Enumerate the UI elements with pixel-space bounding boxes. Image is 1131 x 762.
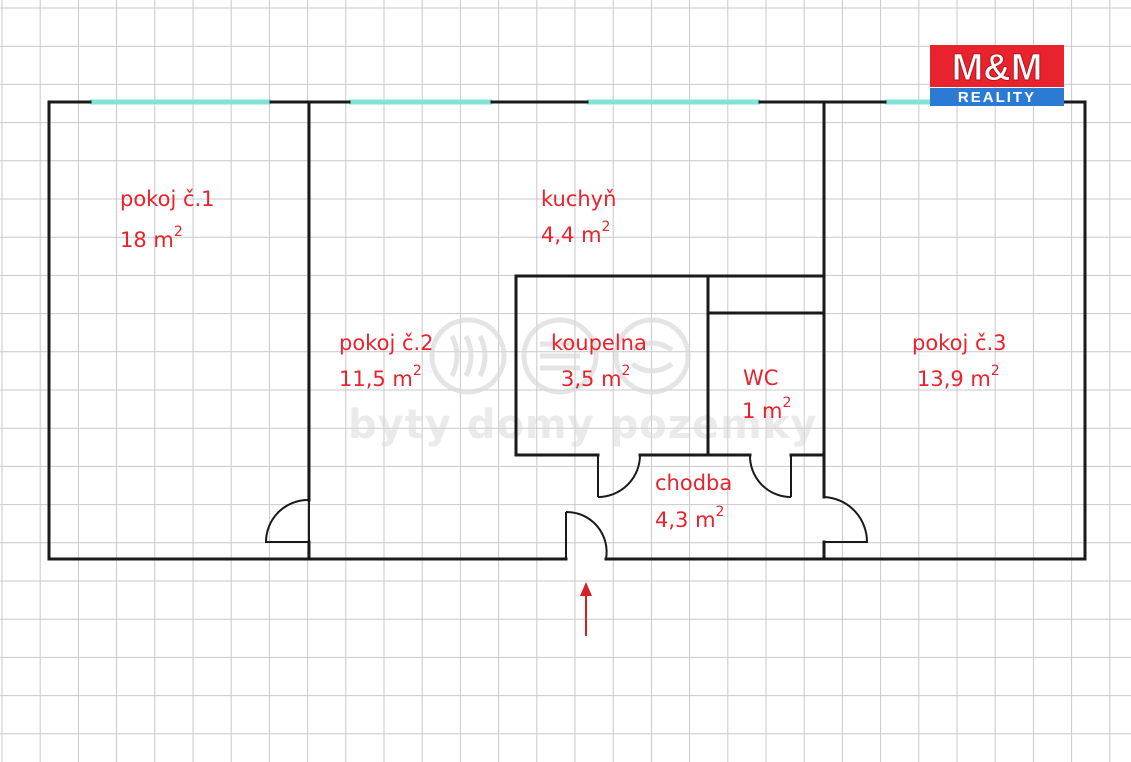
- watermark: byty domy pozemky: [348, 317, 818, 448]
- room-name-pokoj-2: pokoj č.2: [339, 331, 434, 355]
- entrance-arrow: [580, 582, 592, 636]
- room-area-pokoj-1: 18 m2: [120, 224, 183, 252]
- room-area-wc: 1 m2: [742, 395, 791, 423]
- room-name-pokoj-1: pokoj č.1: [120, 187, 215, 211]
- room-name-kuchyn: kuchyň: [541, 187, 616, 211]
- room-area-chodba: 4,3 m2: [655, 504, 724, 532]
- watermark-text: byty domy pozemky: [348, 402, 818, 448]
- watermark-emblem: [429, 317, 691, 395]
- room-area-pokoj-2: 11,5 m2: [339, 363, 422, 391]
- door-room3[interactable]: [823, 496, 869, 543]
- room-labels: pokoj č.1 18 m2 kuchyň 4,4 m2 pokoj č.2 …: [120, 187, 1007, 532]
- logo-background: [930, 45, 1064, 87]
- door-bathroom[interactable]: [597, 454, 641, 498]
- walls: [47, 100, 1087, 561]
- room-name-wc: WC: [743, 366, 778, 390]
- room-name-koupelna: koupelna: [551, 331, 647, 355]
- logo-brand-text: M&M: [952, 47, 1043, 89]
- logo-sub-background: [930, 88, 1064, 106]
- room-name-chodba: chodba: [655, 471, 732, 495]
- door-wc[interactable]: [748, 454, 792, 498]
- room-area-pokoj-3: 13,9 m2: [917, 363, 1000, 391]
- doors: [264, 454, 869, 560]
- room-name-pokoj-3: pokoj č.3: [912, 331, 1007, 355]
- logo-sub-text: REALITY: [958, 89, 1036, 106]
- room-area-kuchyn: 4,4 m2: [541, 219, 610, 247]
- door-entrance[interactable]: [565, 510, 608, 560]
- door-room1[interactable]: [264, 498, 310, 543]
- brand-logo: M&M REALITY: [930, 45, 1064, 106]
- wall-wc: [706, 274, 826, 457]
- wall-bathroom-block: [514, 274, 826, 457]
- room-area-koupelna: 3,5 m2: [561, 363, 630, 391]
